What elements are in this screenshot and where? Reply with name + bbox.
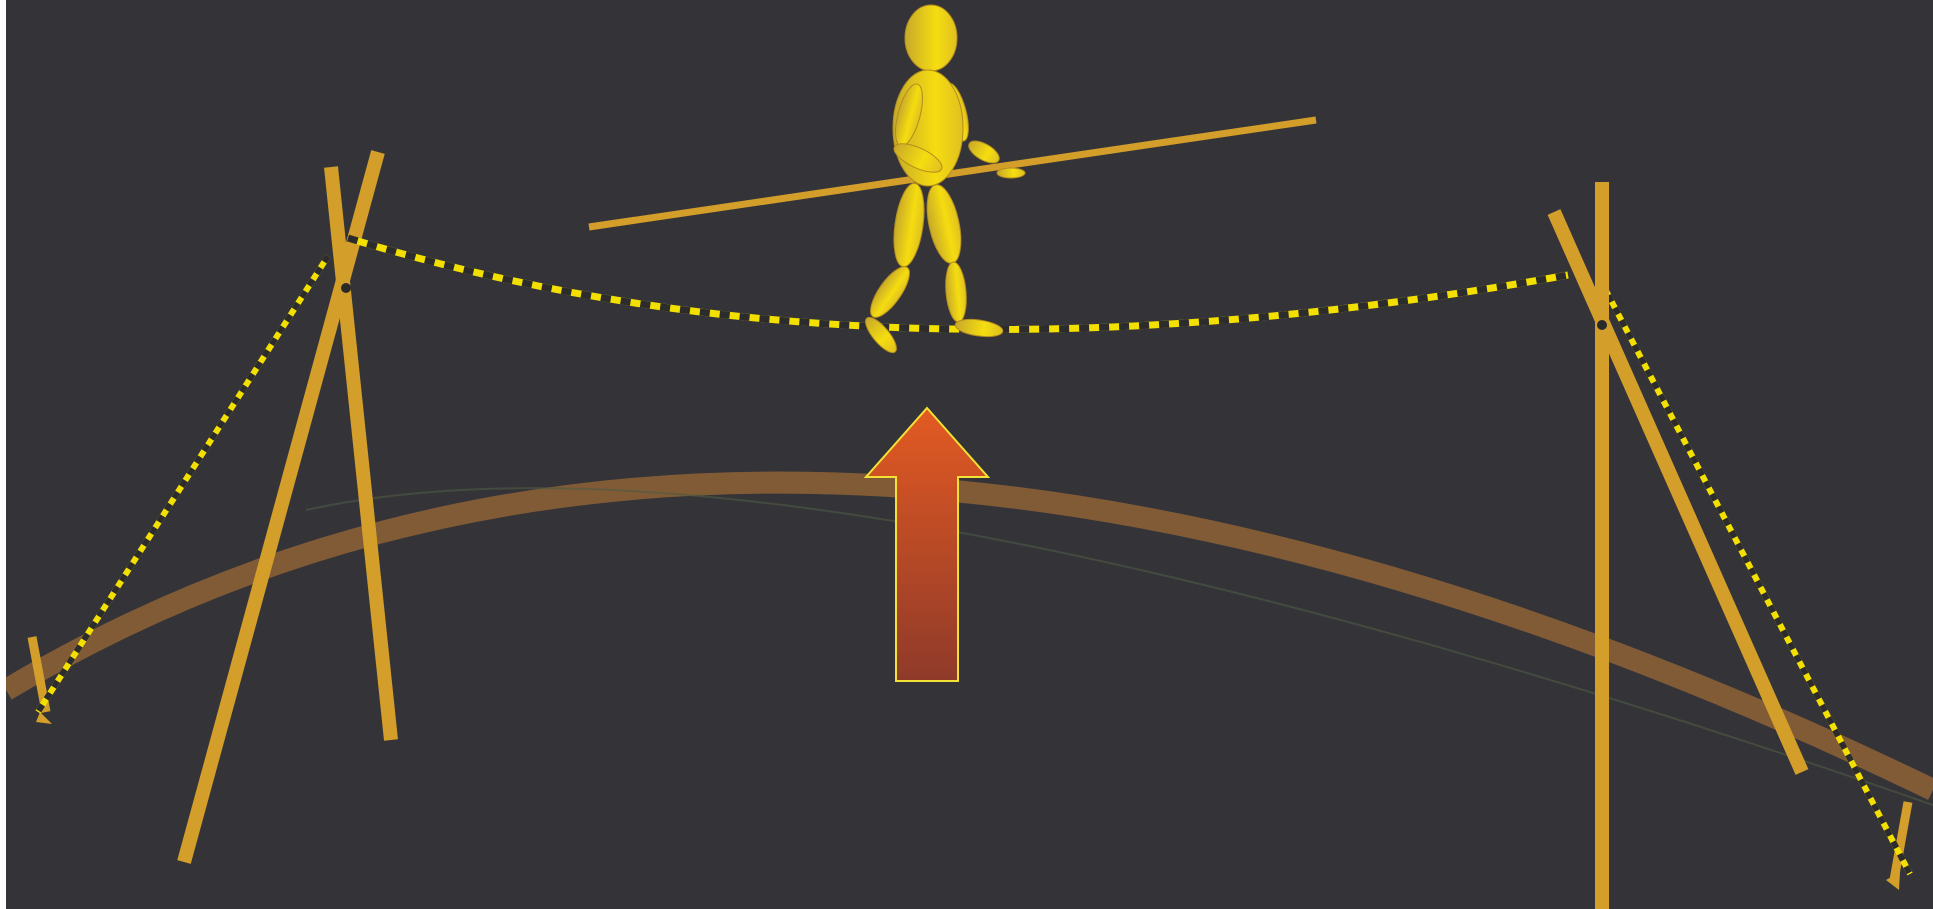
- canvas-background: [6, 0, 1933, 909]
- left-tower: [184, 152, 391, 862]
- earth-arc: [6, 483, 1933, 805]
- right-guy-rope: [1602, 283, 1910, 874]
- upward-arrow: [866, 408, 988, 681]
- right-tower: [1554, 182, 1802, 909]
- tightrope-illustration: [6, 0, 1933, 909]
